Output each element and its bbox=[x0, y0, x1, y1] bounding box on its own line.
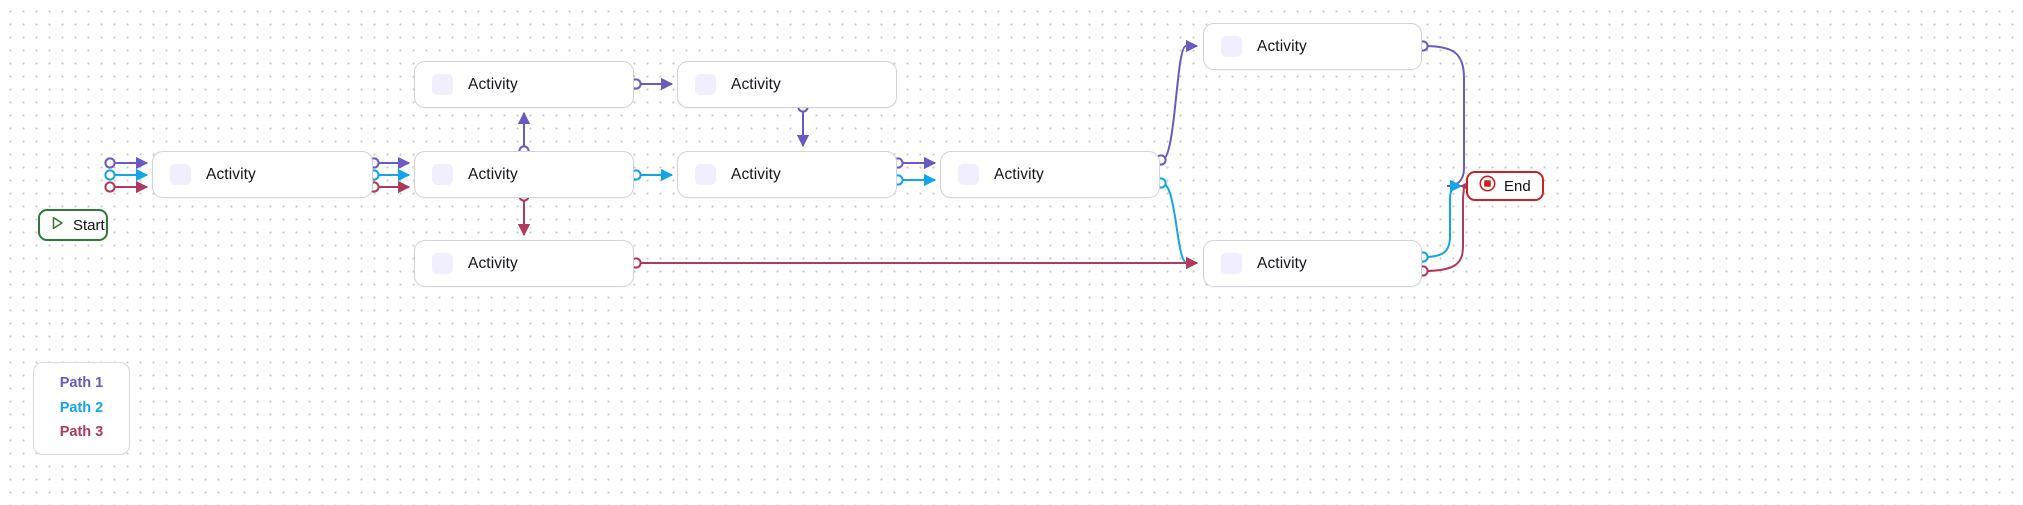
activity-swatch-icon bbox=[432, 74, 453, 95]
edge-source-port[interactable] bbox=[104, 181, 116, 193]
edge-source-port[interactable] bbox=[104, 157, 116, 169]
activity-swatch-icon bbox=[695, 164, 716, 185]
activity-node-label: Activity bbox=[468, 165, 518, 183]
start-label: Start bbox=[73, 216, 105, 234]
activity-node[interactable]: Activity bbox=[152, 151, 373, 198]
play-triangle-icon bbox=[51, 216, 64, 235]
activity-node[interactable]: Activity bbox=[1203, 240, 1422, 287]
activity-node[interactable]: Activity bbox=[414, 61, 634, 108]
activity-swatch-icon bbox=[432, 253, 453, 274]
activity-node-label: Activity bbox=[1257, 254, 1307, 272]
activity-node[interactable]: Activity bbox=[414, 240, 634, 287]
activity-swatch-icon bbox=[1221, 253, 1242, 274]
end-node[interactable]: End bbox=[1466, 171, 1544, 201]
activity-node[interactable]: Activity bbox=[414, 151, 634, 198]
activity-node-label: Activity bbox=[468, 254, 518, 272]
activity-swatch-icon bbox=[958, 164, 979, 185]
activity-node[interactable]: Activity bbox=[677, 151, 897, 198]
activity-swatch-icon bbox=[170, 164, 191, 185]
activity-swatch-icon bbox=[432, 164, 453, 185]
activity-node[interactable]: Activity bbox=[677, 61, 897, 108]
activity-node[interactable]: Activity bbox=[1203, 23, 1422, 70]
activity-swatch-icon bbox=[695, 74, 716, 95]
start-node[interactable]: Start bbox=[38, 209, 108, 241]
path-legend: Path 1 Path 2 Path 3 bbox=[33, 362, 130, 455]
activity-node-label: Activity bbox=[731, 75, 781, 93]
legend-item-path-1[interactable]: Path 1 bbox=[59, 375, 104, 391]
edge-path-1[interactable] bbox=[1161, 39, 1199, 161]
edge-source-port[interactable] bbox=[104, 169, 116, 181]
legend-item-path-3[interactable]: Path 3 bbox=[59, 424, 104, 440]
activity-node-label: Activity bbox=[468, 75, 518, 93]
edge-path-2[interactable] bbox=[1161, 182, 1199, 270]
edge-path-2[interactable] bbox=[1423, 179, 1463, 258]
edge-path-3[interactable] bbox=[1423, 179, 1473, 272]
end-label: End bbox=[1504, 177, 1531, 195]
activity-node-label: Activity bbox=[206, 165, 256, 183]
stop-circle-icon bbox=[1479, 175, 1496, 197]
activity-node-label: Activity bbox=[994, 165, 1044, 183]
activity-node-label: Activity bbox=[731, 165, 781, 183]
activity-swatch-icon bbox=[1221, 36, 1242, 57]
edge-path-1[interactable] bbox=[1423, 45, 1465, 193]
legend-item-path-2[interactable]: Path 2 bbox=[59, 399, 104, 416]
activity-node-label: Activity bbox=[1257, 37, 1307, 55]
activity-node[interactable]: Activity bbox=[940, 151, 1160, 198]
